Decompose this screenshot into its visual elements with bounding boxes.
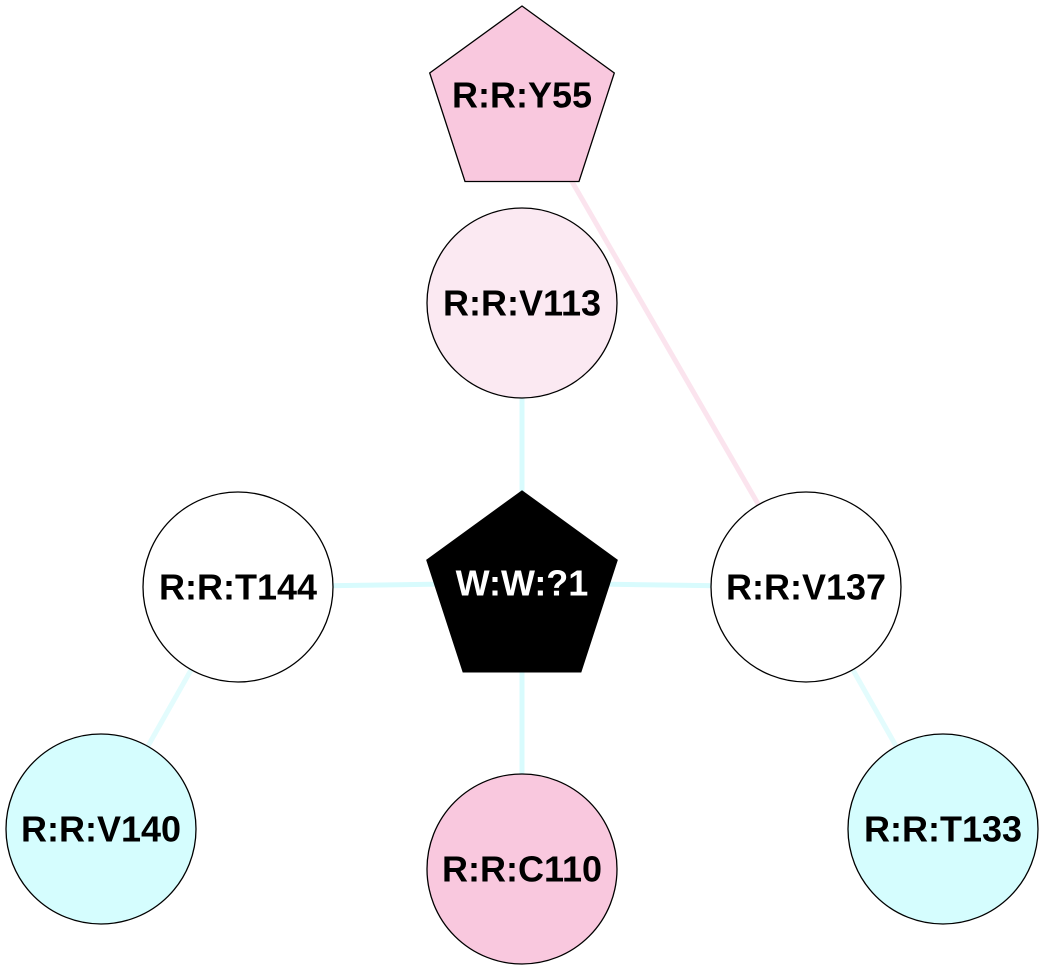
node-shape-circle [5, 733, 197, 925]
node-label: R:R:T144 [159, 567, 317, 608]
node-v137[interactable]: R:R:V137 [710, 491, 902, 683]
node-label: R:R:T133 [864, 809, 1022, 850]
node-label: R:R:C110 [442, 849, 602, 890]
node-shape-circle [710, 491, 902, 683]
node-label: R:R:V140 [21, 809, 181, 850]
node-shape-circle [426, 207, 618, 399]
node-y55[interactable]: R:R:Y55 [428, 5, 616, 183]
node-label: R:R:V137 [726, 567, 886, 608]
node-shape-pentagon [426, 490, 618, 673]
node-t133[interactable]: R:R:T133 [847, 733, 1039, 925]
node-c110[interactable]: R:R:C110 [426, 773, 618, 965]
node-label: R:R:Y55 [452, 75, 592, 116]
node-shape-circle [142, 491, 334, 683]
node-shape-circle [847, 733, 1039, 925]
node-v140[interactable]: R:R:V140 [5, 733, 197, 925]
node-w1[interactable]: W:W:?1 [426, 490, 618, 673]
node-label: R:R:V113 [443, 283, 601, 324]
node-t144[interactable]: R:R:T144 [142, 491, 334, 683]
node-shape-circle [426, 773, 618, 965]
node-v113[interactable]: R:R:V113 [426, 207, 618, 399]
node-label: W:W:?1 [456, 563, 589, 604]
node-shape-pentagon [428, 5, 616, 183]
